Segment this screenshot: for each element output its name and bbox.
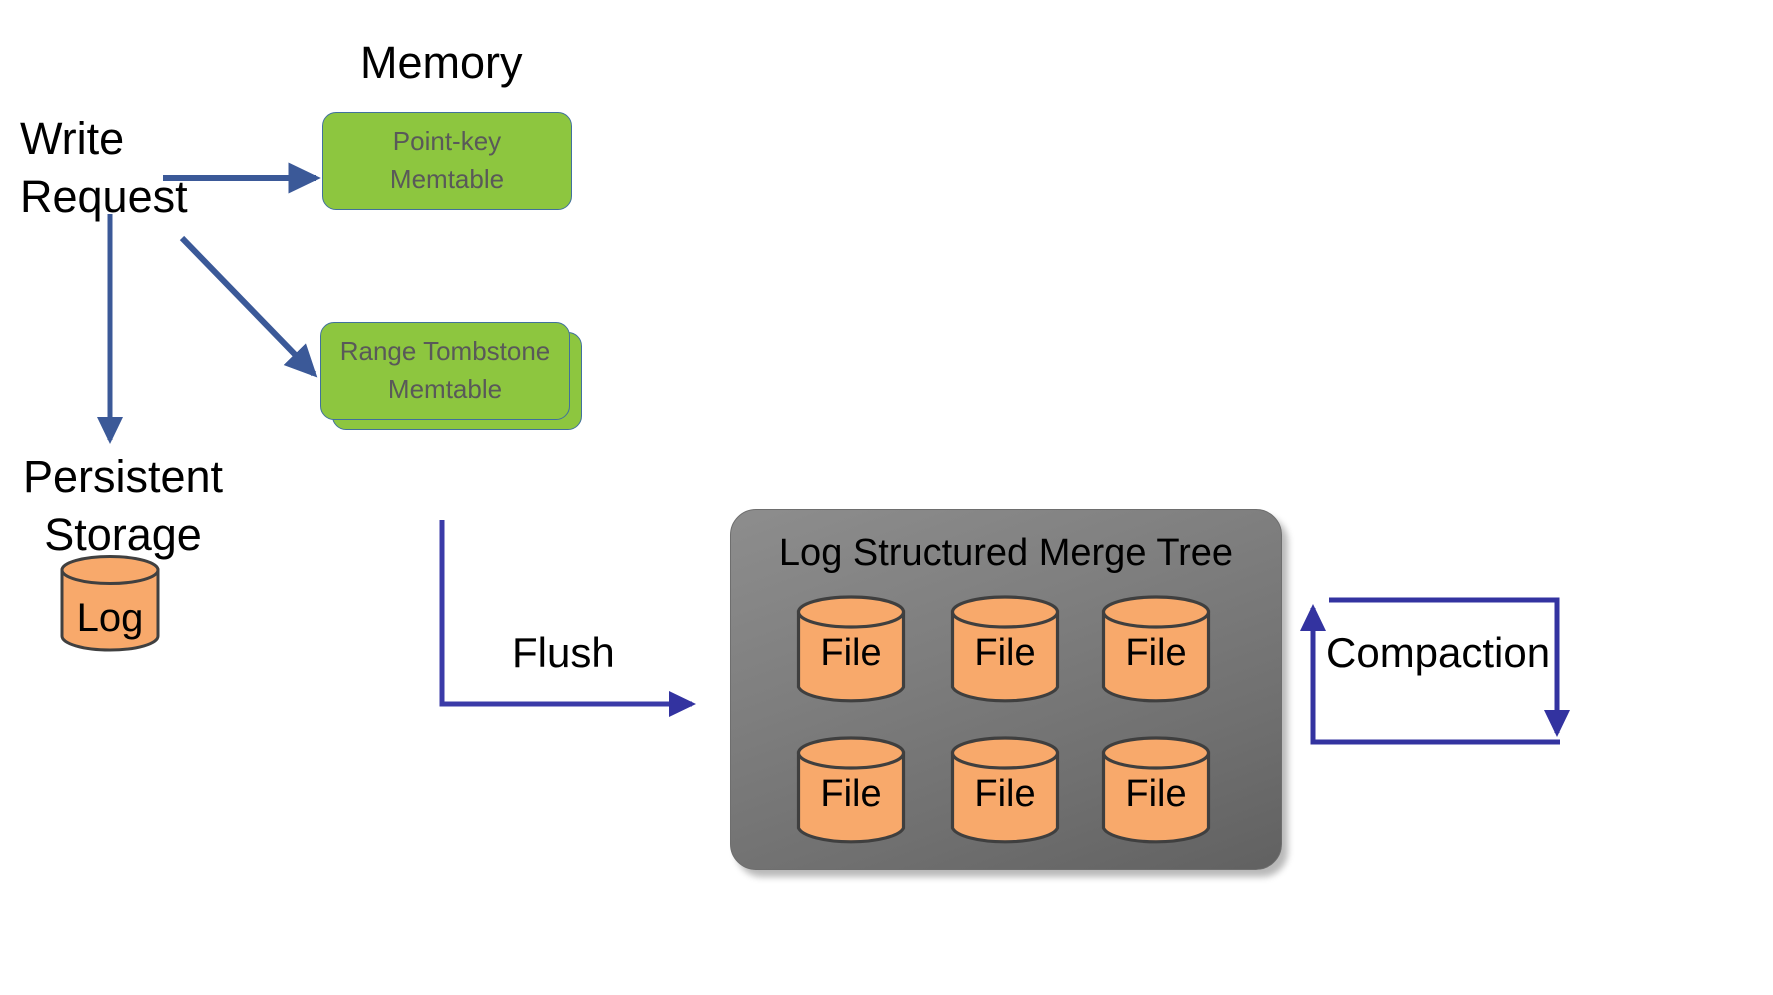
point-key-memtable-line2: Memtable	[389, 164, 505, 194]
file-cylinder-label: File	[1125, 632, 1187, 674]
write-label: Write	[20, 113, 125, 164]
file-cylinder[interactable]: File	[796, 595, 906, 704]
file-cylinder-label: File	[820, 632, 882, 674]
memory-label: Memory	[360, 37, 523, 88]
lsm-tree-box[interactable]: Log Structured Merge Tree File File File	[730, 509, 1282, 870]
file-cylinder-label: File	[974, 632, 1036, 674]
compaction-label: Compaction	[1326, 629, 1551, 676]
log-cylinder[interactable]: Log	[60, 555, 160, 652]
persistent-storage-label: Persistent Storage	[18, 448, 228, 563]
file-cylinder[interactable]: File	[796, 736, 906, 845]
file-cylinder-label: File	[820, 773, 882, 815]
write-request-label: Write Request	[20, 110, 188, 225]
storage-label: Storage	[44, 508, 202, 560]
range-tombstone-memtable-box[interactable]: Range Tombstone Memtable	[320, 322, 570, 420]
range-tombstone-memtable-line2: Memtable	[387, 374, 503, 404]
file-cylinder-label: File	[974, 773, 1036, 815]
file-cylinder[interactable]: File	[950, 595, 1060, 704]
file-cylinder[interactable]: File	[1101, 595, 1211, 704]
point-key-memtable-line1: Point-key	[392, 126, 502, 157]
file-cylinder[interactable]: File	[1101, 736, 1211, 845]
persistent-label: Persistent	[22, 451, 224, 502]
file-cylinder[interactable]: File	[950, 736, 1060, 845]
file-cylinder-label: File	[1125, 773, 1187, 815]
log-cylinder-label: Log	[76, 596, 144, 640]
arrow-write-to-range-tombstone-memtable	[179, 235, 318, 378]
flush-label: Flush	[512, 629, 615, 676]
point-key-memtable-box[interactable]: Point-key Memtable	[322, 112, 572, 210]
request-label: Request	[20, 170, 188, 222]
range-tombstone-memtable-line1: Range Tombstone	[339, 336, 551, 367]
lsm-tree-title: Log Structured Merge Tree	[778, 532, 1234, 574]
